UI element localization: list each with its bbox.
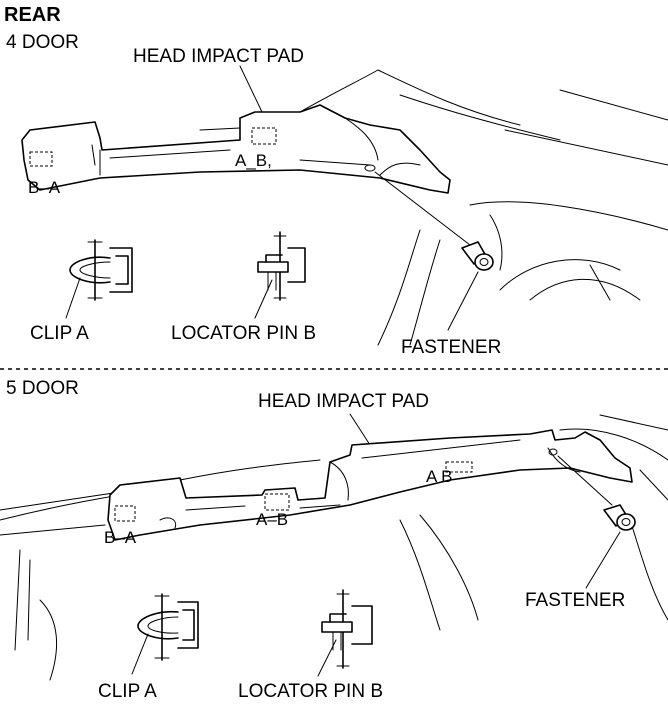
leader-line-fastener-label-5-door [585, 531, 621, 589]
section-title-4-door: 4 DOOR [6, 32, 79, 53]
clip-a-label-4-door: CLIP A [30, 323, 89, 344]
leader-line-clip-5-door [131, 633, 149, 675]
callout-right-5-door: A B [426, 467, 452, 486]
section-4-door: 4 DOOR HEAD IMPACT PAD [6, 32, 668, 358]
head-impact-pad-4-door [21, 104, 451, 194]
locator-pin-b-label-4-door: LOCATOR PIN B [171, 323, 316, 344]
section-5-door: 5 DOOR HEAD IMPACT PAD [0, 378, 668, 702]
locator-pin-icon [257, 231, 306, 301]
leader-line-pad-4-door [239, 65, 263, 113]
head-impact-pad-label-4-door: HEAD IMPACT PAD [133, 46, 304, 67]
clip-a-label-5-door: CLIP A [98, 681, 157, 702]
callout-middle-5-door: A–B [256, 510, 288, 529]
section-title-5-door: 5 DOOR [6, 378, 79, 399]
leader-line-pin-5-door [317, 639, 337, 677]
clip-icon [69, 239, 133, 301]
clip-icon [137, 593, 199, 661]
locator-pin-icon [321, 589, 373, 669]
head-impact-pad-5-door [107, 429, 633, 541]
locator-pin-b-label-5-door: LOCATOR PIN B [238, 681, 383, 702]
callout-left-5-door: B–A [104, 528, 137, 547]
leader-line-clip-4-door [65, 277, 81, 319]
leader-line-fastener-label-4-door [447, 271, 479, 331]
fastener-icon [461, 241, 494, 271]
leader-line-pin-4-door [254, 279, 273, 319]
callout-left-4-door: B–A [28, 178, 61, 197]
fastener-label-5-door: FASTENER [525, 590, 625, 611]
leader-line-fastener-5-door [557, 455, 613, 506]
fastener-icon [603, 504, 636, 531]
rear-title: REAR [4, 4, 61, 26]
vehicle-body-outline-5-door [0, 414, 668, 681]
leader-line-pad-5-door [349, 413, 373, 449]
fastener-label-4-door: FASTENER [401, 337, 501, 358]
leader-line-fastener-4-door [374, 171, 471, 246]
head-impact-pad-label-5-door: HEAD IMPACT PAD [258, 391, 429, 412]
callout-middle-4-door: A_B, [235, 151, 272, 170]
vehicle-body-outline-4-door [109, 69, 668, 346]
